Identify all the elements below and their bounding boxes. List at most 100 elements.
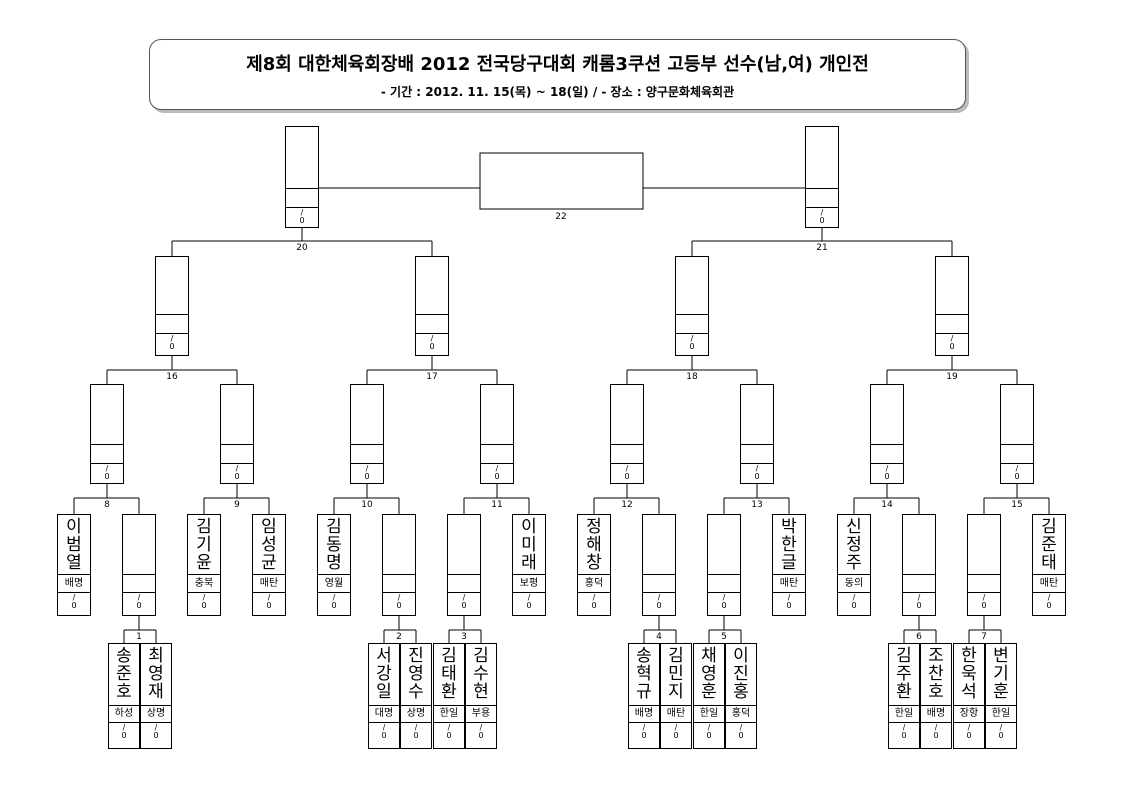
match-number-2: 2 [396,632,402,642]
player-school [221,444,253,464]
player-school: 한일 [694,705,724,723]
score-slot: /0 [819,208,825,225]
player-school [611,444,643,464]
player-school: 매탄 [253,574,285,593]
score-slot: /0 [461,593,467,610]
player-school: 하성 [109,705,139,723]
score-slot: /0 [121,723,127,740]
score-slot: /0 [71,593,77,610]
player-school: 배명 [58,574,90,593]
score-slot: /0 [446,723,452,740]
player-school: 한일 [986,705,1016,723]
round16-box: /0 [220,384,254,484]
score-slot: /0 [966,723,972,740]
score-slot: /0 [381,723,387,740]
score-slot: /0 [364,464,370,481]
player-school [448,574,480,593]
score-slot: /0 [153,723,159,740]
score-slot: /0 [641,723,647,740]
player-school [351,444,383,464]
player-school: 부용 [466,705,496,723]
score-slot: /0 [981,593,987,610]
player-school: 매탄 [661,705,691,723]
round16-box: /0 [350,384,384,484]
player-school [156,314,188,334]
player-school [871,444,903,464]
player-school: 한일 [434,705,464,723]
match-number-15: 15 [1011,500,1023,510]
player-school: 매탄 [773,574,805,593]
score-slot: /0 [786,593,792,610]
final-left-box: /0 [285,126,319,228]
player-school: 홍덕 [726,705,756,723]
match-number-13: 13 [751,500,763,510]
player-school [806,188,838,208]
match-number-6: 6 [916,632,922,642]
player-school: 충북 [188,574,220,593]
match-number-21: 21 [816,243,828,253]
match-number-18: 18 [686,372,698,382]
score-slot: /0 [136,593,142,610]
score-slot: /0 [429,334,435,351]
match-number-5: 5 [721,632,727,642]
player-school [1001,444,1033,464]
player-school: 배명 [629,705,659,723]
player-school: 보평 [513,574,545,593]
player-school: 영월 [318,574,350,593]
match-number-19: 19 [946,372,958,382]
match-number-17: 17 [426,372,438,382]
round16-box: /0 [90,384,124,484]
quarterfinal-box: /0 [155,256,189,356]
player-school: 상명 [141,705,171,723]
player-school [416,314,448,334]
entry-box: /0 [642,514,676,616]
player-school [903,574,935,593]
player-school: 매탄 [1033,574,1065,593]
player-school: 동의 [838,574,870,593]
match-number-9: 9 [234,500,240,510]
score-slot: /0 [933,723,939,740]
match-number-16: 16 [166,372,178,382]
final-right-box: /0 [805,126,839,228]
round16-box: /0 [740,384,774,484]
player-school [91,444,123,464]
score-slot: /0 [916,593,922,610]
score-slot: /0 [1014,464,1020,481]
score-slot: /0 [754,464,760,481]
score-slot: /0 [591,593,597,610]
entry-box: /0 [382,514,416,616]
score-slot: /0 [738,723,744,740]
player-school: 한일 [889,705,919,723]
score-slot: /0 [721,593,727,610]
score-slot: /0 [901,723,907,740]
score-slot: /0 [331,593,337,610]
match-number-14: 14 [881,500,893,510]
entry-box: /0 [707,514,741,616]
player-school [741,444,773,464]
match-number-11: 11 [491,500,503,510]
match-number-4: 4 [656,632,662,642]
score-slot: /0 [884,464,890,481]
score-slot: /0 [494,464,500,481]
match-number-7: 7 [981,632,987,642]
